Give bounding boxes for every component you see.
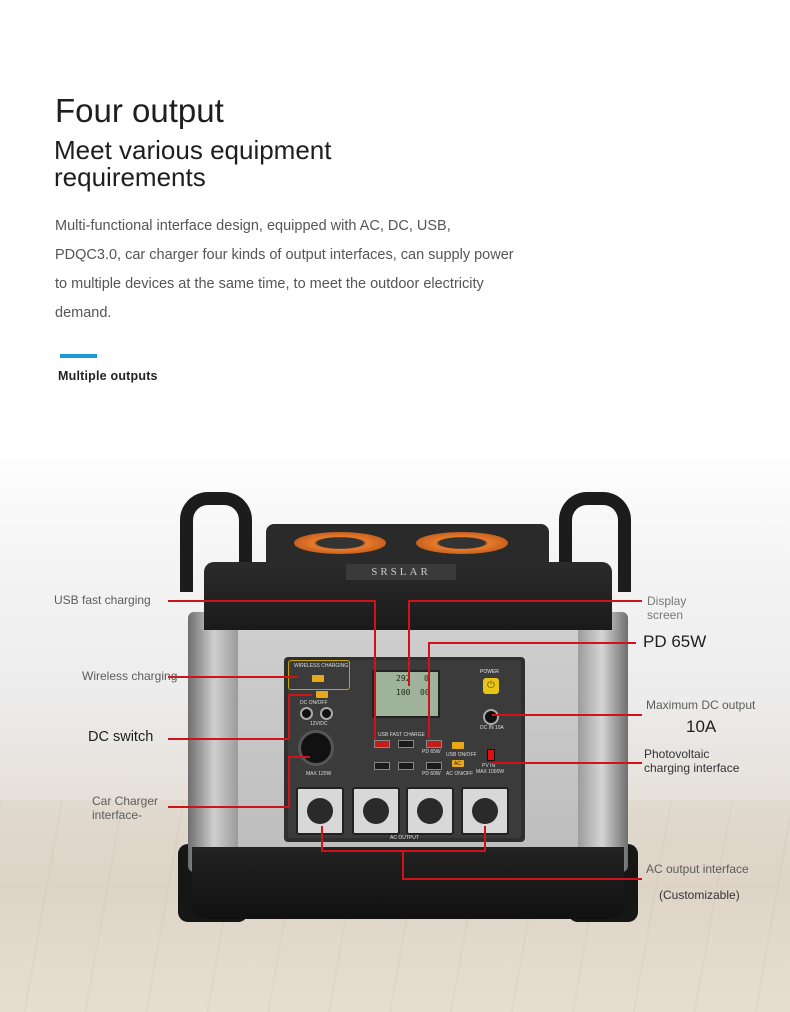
accent-bar xyxy=(60,354,97,358)
label-pv-in: PV IN xyxy=(482,763,496,769)
screen-value-a: 292 xyxy=(396,674,411,683)
label-usb-onoff: USB ON/OFF xyxy=(446,752,477,758)
outlet-socket-icon xyxy=(363,798,389,824)
callout-car-charger-line-1: Car Charger xyxy=(92,794,159,808)
callout-line xyxy=(288,756,290,808)
callout-line xyxy=(492,714,642,716)
callout-line xyxy=(402,850,404,880)
screen-value-b: 0 xyxy=(424,674,429,683)
callout-line xyxy=(288,694,312,696)
callout-display-line-1: Display xyxy=(647,594,687,608)
label-ac-output: AC OUTPUT xyxy=(390,835,419,841)
pd-port-icon xyxy=(426,762,442,770)
callout-line xyxy=(168,806,290,808)
description-line-1: Multi-functional interface design, equip… xyxy=(55,218,451,234)
dc-button xyxy=(316,691,328,698)
callout-line xyxy=(428,642,430,738)
ac-outlet-icon xyxy=(296,787,344,835)
callout-display-screen: Display screen xyxy=(647,594,686,622)
callout-display-line-2: screen xyxy=(647,608,684,622)
callout-line xyxy=(430,642,636,644)
label-wireless: WIRELESS CHARGING xyxy=(294,663,349,669)
callout-car-charger-line-2: interface- xyxy=(92,808,143,822)
callout-wireless-charging: Wireless charging xyxy=(82,669,178,683)
label-dc-voltage: 12V/DC xyxy=(310,721,328,727)
callout-line xyxy=(321,826,323,852)
label-power: POWER xyxy=(480,669,499,675)
label-dc-in: DC IN 10A xyxy=(480,725,504,731)
outlet-socket-icon xyxy=(307,798,333,824)
usb-port-icon xyxy=(398,740,414,748)
section-tag: Multiple outputs xyxy=(58,369,158,383)
callout-line xyxy=(402,878,642,880)
side-rail-right xyxy=(570,612,628,872)
wireless-charging-lid xyxy=(266,524,549,566)
usb-port-icon xyxy=(374,740,390,748)
usb-port-icon xyxy=(398,762,414,770)
dc-port-icon xyxy=(320,707,333,720)
callout-line xyxy=(168,738,290,740)
ac-outlet-icon xyxy=(406,787,454,835)
label-usb-fast: USB FAST CHARGE xyxy=(378,732,425,738)
pv-switch-icon xyxy=(487,749,495,761)
callout-usb-fast-charging: USB fast charging xyxy=(54,593,151,607)
page-subtitle: Meet various equipment requirements xyxy=(54,137,394,191)
wireless-pad-icon xyxy=(294,532,386,554)
dc-input-icon xyxy=(483,709,499,725)
callout-line xyxy=(168,676,298,678)
car-charger-port-icon xyxy=(298,730,334,766)
callout-line xyxy=(492,762,642,764)
description: Multi-functional interface design, equip… xyxy=(55,212,545,328)
callout-line xyxy=(374,600,376,740)
callout-line xyxy=(288,694,290,740)
wireless-charging-box xyxy=(288,660,350,690)
wireless-button xyxy=(312,675,324,682)
device-base xyxy=(192,847,624,919)
callout-line xyxy=(168,600,376,602)
label-car-max: MAX 120W xyxy=(306,771,332,777)
label-pd60: PD 60W xyxy=(422,771,441,777)
callout-10a: 10A xyxy=(686,717,717,736)
outlet-socket-icon xyxy=(417,798,443,824)
callout-pd-65w: PD 65W xyxy=(643,632,707,651)
callout-line xyxy=(410,600,642,602)
screen-value-c: 100 xyxy=(396,688,411,697)
usb-port-icon xyxy=(374,762,390,770)
callout-pv-line-1: Photovoltaic xyxy=(644,747,710,761)
callout-max-dc-output: Maximum DC output xyxy=(646,698,756,712)
subtitle-line-2: requirements xyxy=(54,162,206,192)
page-title: Four output xyxy=(55,92,224,129)
callout-car-charger: Car Charger interface- xyxy=(92,794,158,822)
callout-customizable: (Customizable) xyxy=(659,888,740,902)
power-icon: ⏻ xyxy=(483,678,499,694)
label-ac-onoff: AC ON/OFF xyxy=(446,771,474,777)
label-dc-onoff: DC ON/OFF xyxy=(300,700,328,706)
ac-outlet-icon xyxy=(352,787,400,835)
dc-port-icon xyxy=(300,707,313,720)
description-line-4: demand. xyxy=(55,305,112,321)
label-pd: PD 65W xyxy=(422,749,441,755)
side-rail-left xyxy=(188,612,246,872)
ac-button xyxy=(452,760,464,767)
usb-button xyxy=(452,742,464,749)
description-line-2: PDQC3.0, car charger four kinds of outpu… xyxy=(55,247,514,263)
callout-line xyxy=(484,826,486,852)
screen-value-d: 00 xyxy=(420,688,430,697)
outlet-socket-icon xyxy=(472,798,498,824)
callout-dc-switch: DC switch xyxy=(88,729,154,745)
callout-pv-line-2: charging interface xyxy=(644,761,740,775)
brand-plate: SRSLAR xyxy=(346,564,456,580)
power-station-image: SRSLAR WIRELESS CHARGING DC ON/OFF 12V/D… xyxy=(178,492,638,924)
label-ac: AC xyxy=(454,761,461,767)
callout-photovoltaic: Photovoltaic charging interface xyxy=(644,747,739,775)
callout-ac-output: AC output interface xyxy=(646,862,749,876)
wireless-pad-icon xyxy=(416,532,508,554)
description-line-3: to multiple devices at the same time, to… xyxy=(55,276,484,292)
pd-port-icon xyxy=(426,740,442,748)
label-max-1000: MAX 1000W xyxy=(476,769,505,775)
callout-line xyxy=(288,756,310,758)
callout-line xyxy=(408,600,410,686)
subtitle-line-1: Meet various equipment xyxy=(54,135,332,165)
